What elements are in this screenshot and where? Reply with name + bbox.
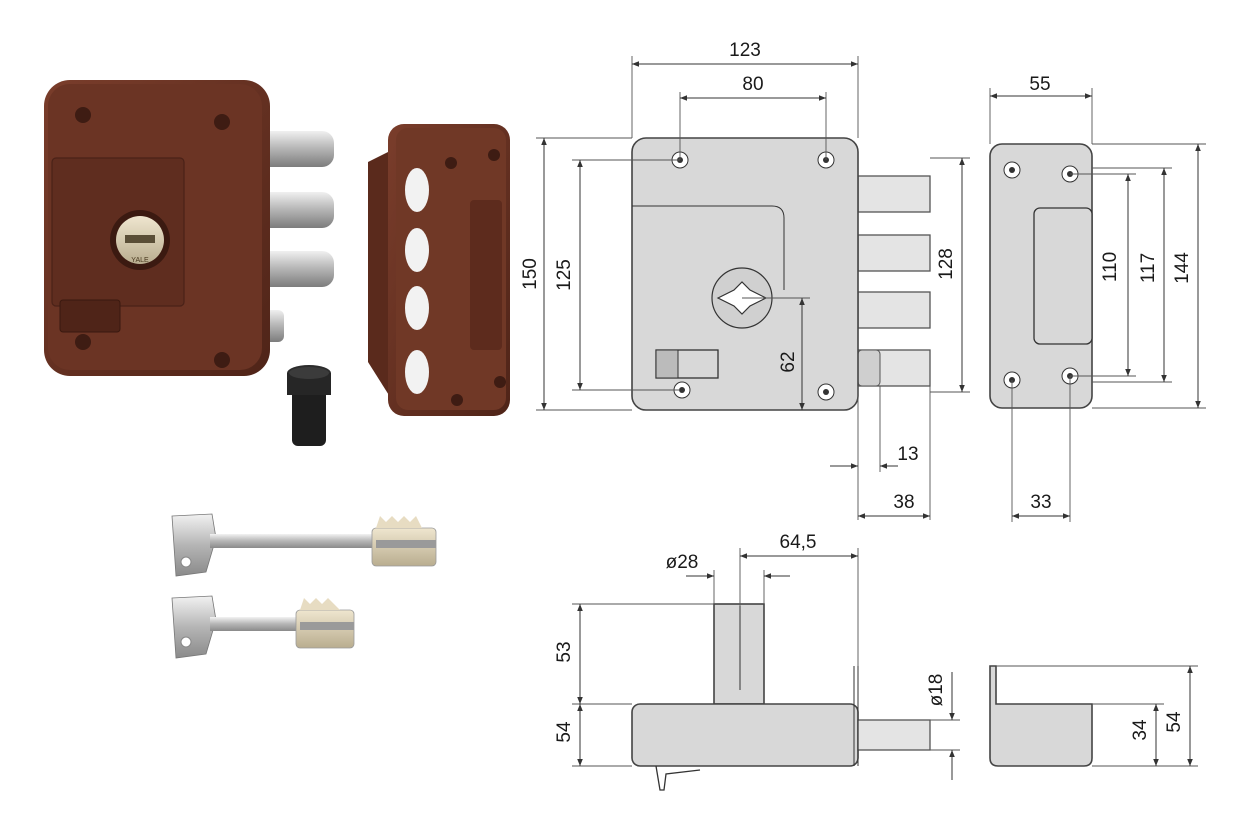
dim-latch-length: 13 xyxy=(897,444,918,465)
strike-view-drawing: 55 110 117 144 33 xyxy=(989,74,1206,522)
dim-strike-117: 117 xyxy=(1138,253,1159,283)
dim-cylinder-diameter: ø28 xyxy=(666,552,699,573)
cylinder-face: YALE xyxy=(110,210,170,270)
dim-bolt-projection: 38 xyxy=(893,492,914,513)
dim-front-height: 150 xyxy=(520,258,541,290)
front-view-drawing: 123 80 150 125 128 62 13 38 xyxy=(520,40,970,520)
bottom-view-drawing: ø28 64,5 53 54 ø18 34 54 xyxy=(554,532,1198,791)
cylinder-logo: YALE xyxy=(131,257,149,264)
lock-body-photo: YALE xyxy=(44,80,334,376)
dim-body-depth: 54 xyxy=(554,721,575,743)
key-long xyxy=(171,513,437,577)
dim-bolt-diameter: ø18 xyxy=(926,674,947,707)
key-short xyxy=(171,595,355,659)
dim-strike-hole-offset: 33 xyxy=(1030,492,1051,513)
latch-handle xyxy=(59,299,121,333)
dim-key-height: 62 xyxy=(778,351,799,372)
dim-front-width: 123 xyxy=(729,40,761,61)
dim-cylinder-length: 53 xyxy=(554,641,575,662)
strike-box-photo xyxy=(368,124,510,416)
cylinder-cap-photo xyxy=(287,365,331,446)
dim-strike-144: 144 xyxy=(1172,252,1193,284)
dim-strike-width: 55 xyxy=(1029,74,1050,95)
dim-strike-110: 110 xyxy=(1100,252,1121,282)
dim-strike-depth-outer: 54 xyxy=(1164,711,1185,733)
dim-hole-spacing: 80 xyxy=(742,74,763,95)
dim-cylinder-offset: 64,5 xyxy=(780,532,817,553)
dim-inner-height: 125 xyxy=(554,259,575,291)
dim-bolt-span: 128 xyxy=(936,248,957,280)
dim-strike-depth-inner: 34 xyxy=(1130,719,1151,741)
